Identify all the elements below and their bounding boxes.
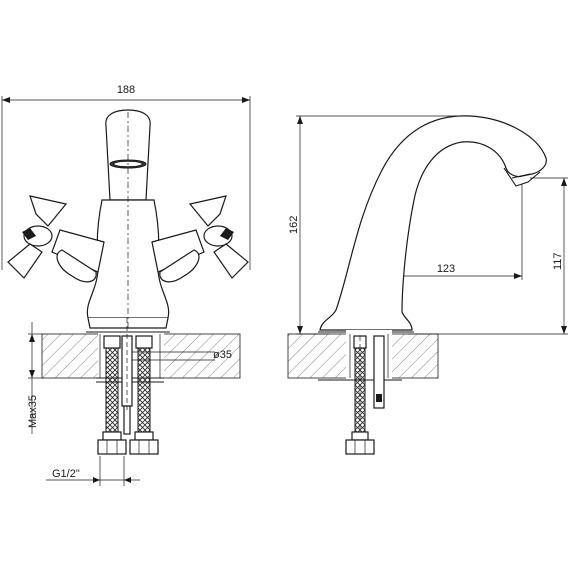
spout-height-dimension: 117: [408, 177, 568, 335]
right-valve: [151, 195, 249, 283]
side-view: 162 117 123: [287, 115, 568, 455]
width-label: 188: [117, 84, 135, 96]
thickness-label: Max35: [27, 395, 39, 428]
front-view: 188 ø35 Max35: [1, 84, 251, 486]
reach-label: 123: [437, 263, 455, 275]
side-supply-hoses: [345, 335, 385, 455]
height-label: 162: [288, 216, 300, 234]
left-valve: [7, 195, 105, 283]
thickness-dimension: Max35: [27, 322, 44, 434]
thread-label: G1/2": [52, 468, 80, 480]
front-supply-hoses: [97, 318, 159, 455]
spout-height-label: 117: [552, 252, 564, 270]
side-spout: [318, 115, 547, 333]
hole-label: ø35: [213, 349, 232, 361]
width-dimension: 188: [1, 84, 251, 270]
front-body: [86, 112, 170, 333]
thread-dimension: G1/2": [46, 456, 140, 486]
